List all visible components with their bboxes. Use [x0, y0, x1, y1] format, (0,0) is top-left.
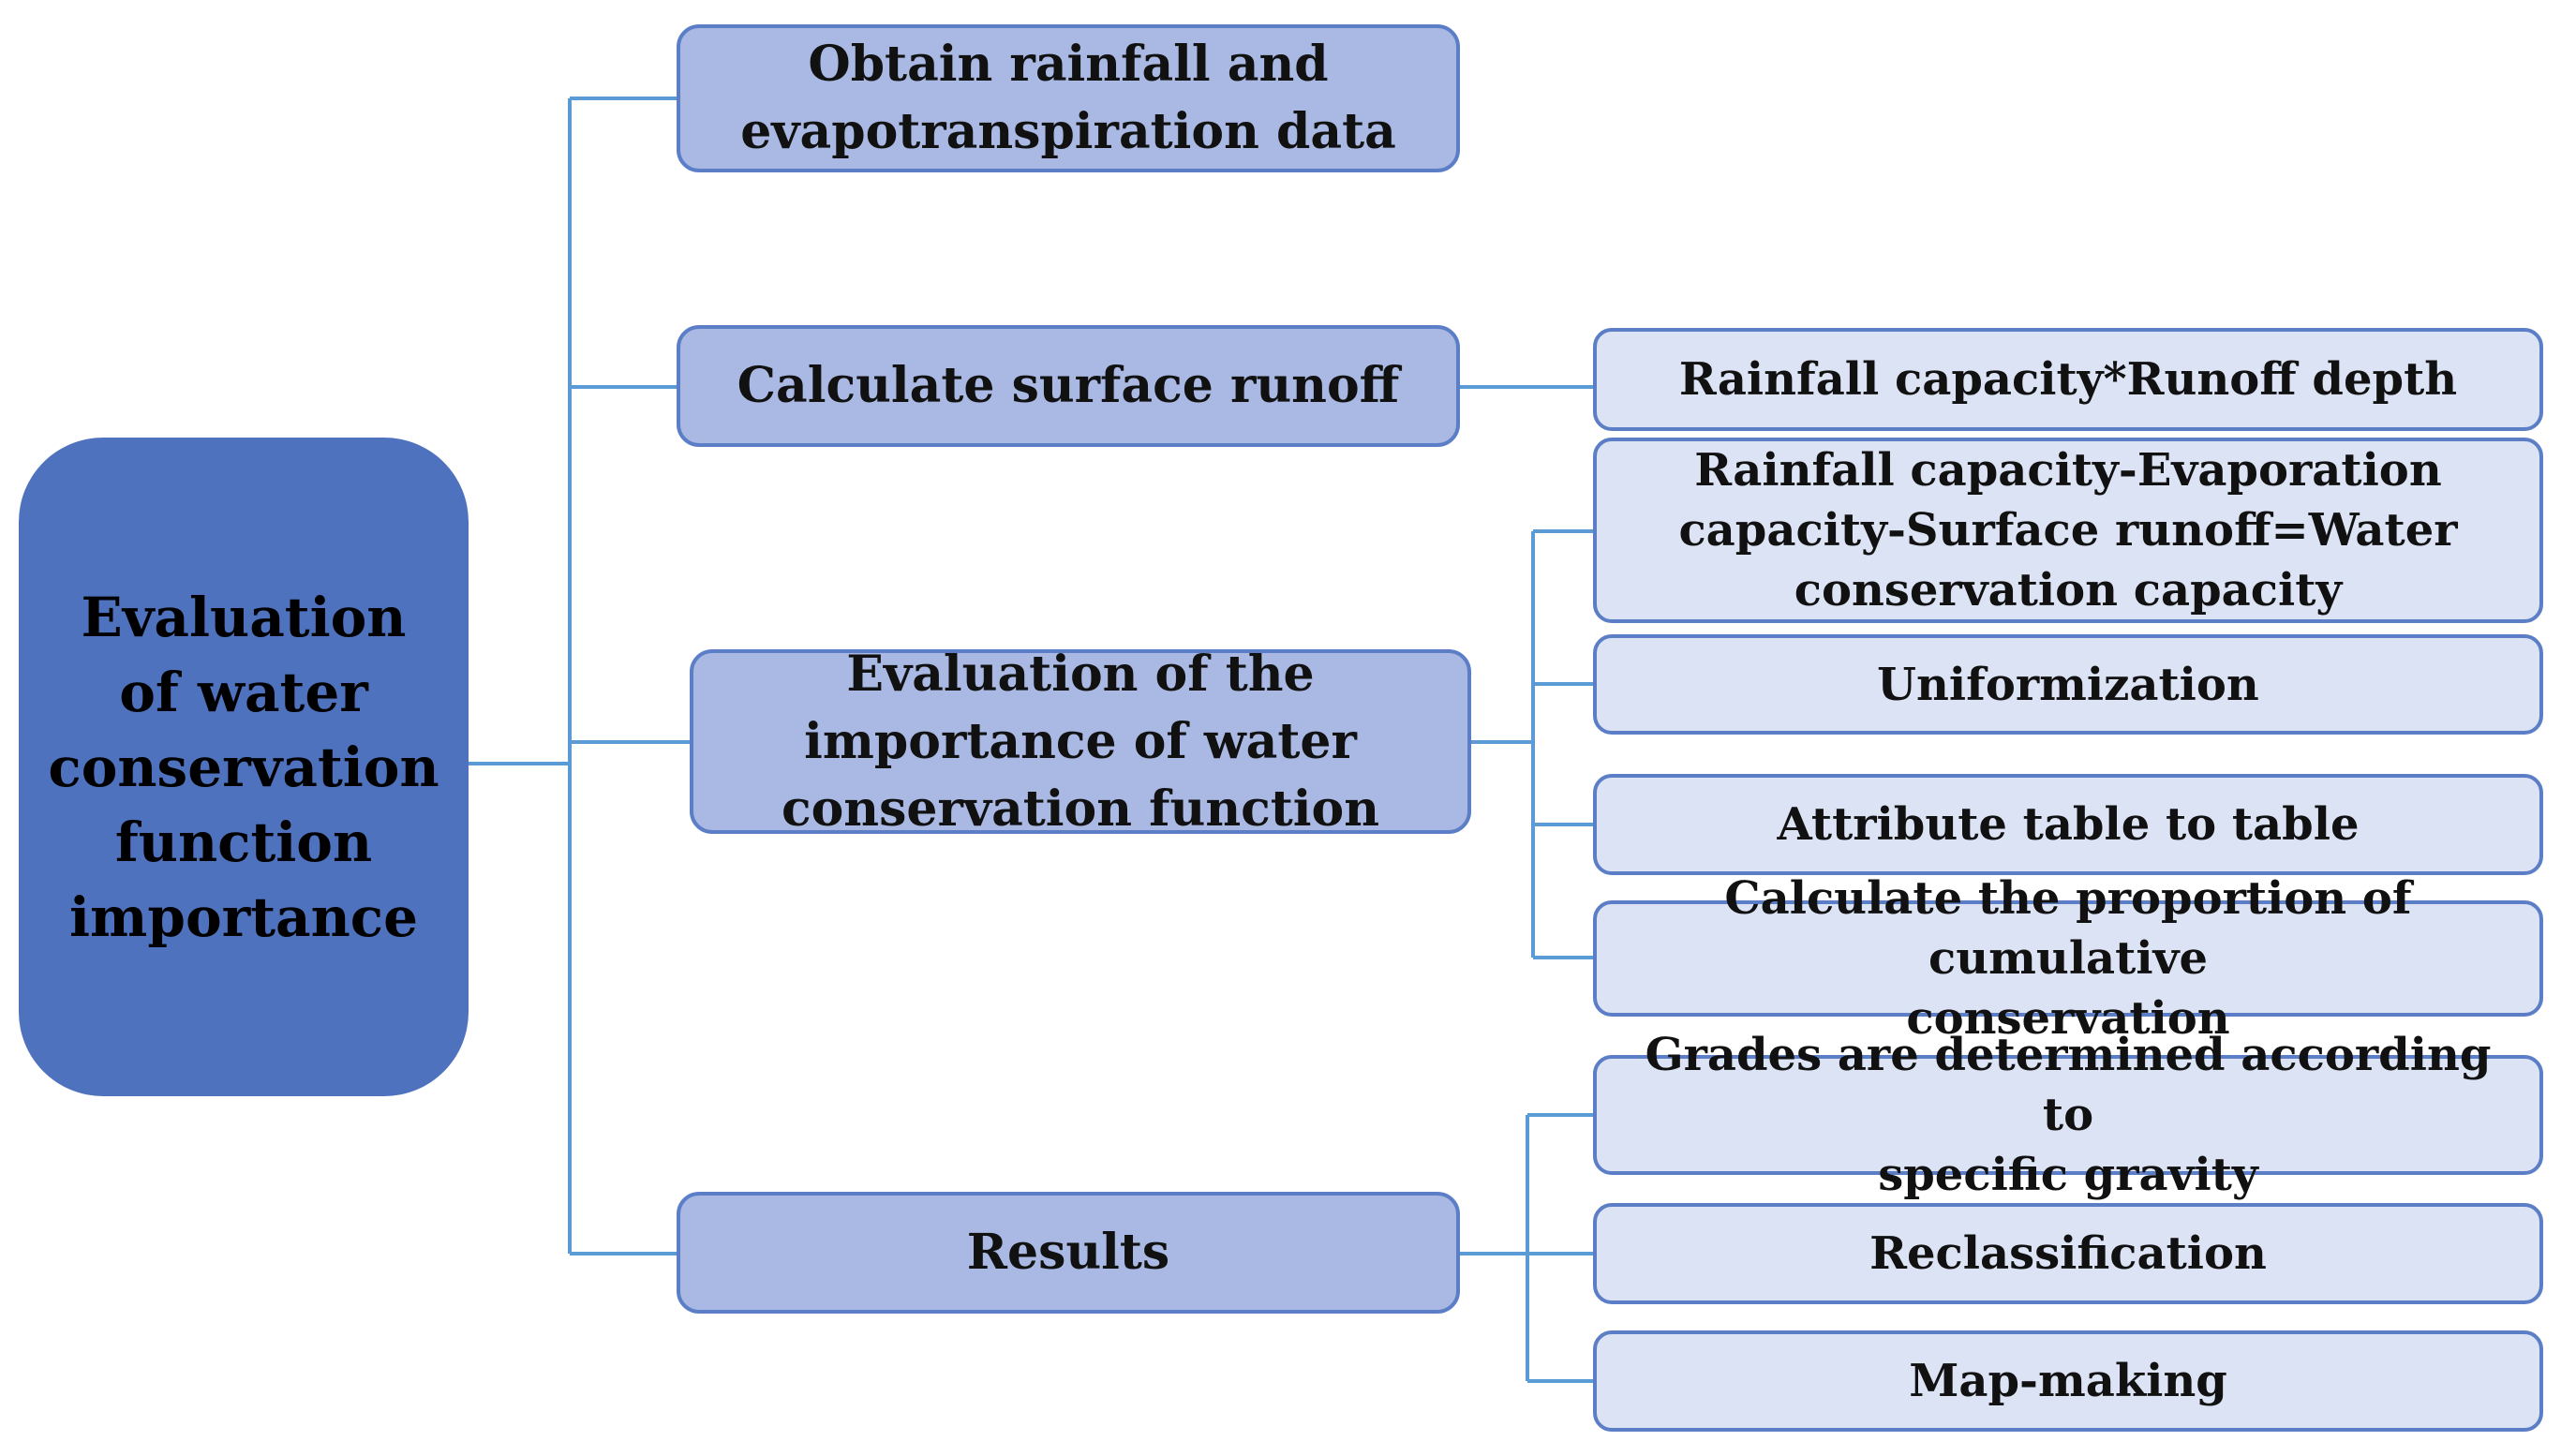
step-calculate-runoff: Calculate surface runoff — [677, 325, 1460, 447]
detail-runoff-formula: Rainfall capacity*Runoff depth — [1593, 328, 2543, 431]
detail-uniformization: Uniformization — [1593, 634, 2543, 735]
detail-map-making: Map-making — [1593, 1330, 2543, 1432]
detail-attribute-table: Attribute table to table — [1593, 774, 2543, 875]
step-obtain-data: Obtain rainfall and evapotranspiration d… — [677, 24, 1460, 172]
root-node: Evaluation of water conservation functio… — [19, 438, 469, 1096]
detail-cumulative-proportion: Calculate the proportion of cumulative c… — [1593, 872, 2543, 1045]
detail-grades-specific-gravity: Grades are determined according to speci… — [1593, 1029, 2543, 1201]
detail-water-conservation-formula: Rainfall capacity-Evaporation capacity-S… — [1593, 438, 2543, 623]
detail-reclassification: Reclassification — [1593, 1203, 2543, 1304]
step-evaluation-importance: Evaluation of the importance of water co… — [690, 646, 1471, 838]
step-results: Results — [677, 1192, 1460, 1314]
